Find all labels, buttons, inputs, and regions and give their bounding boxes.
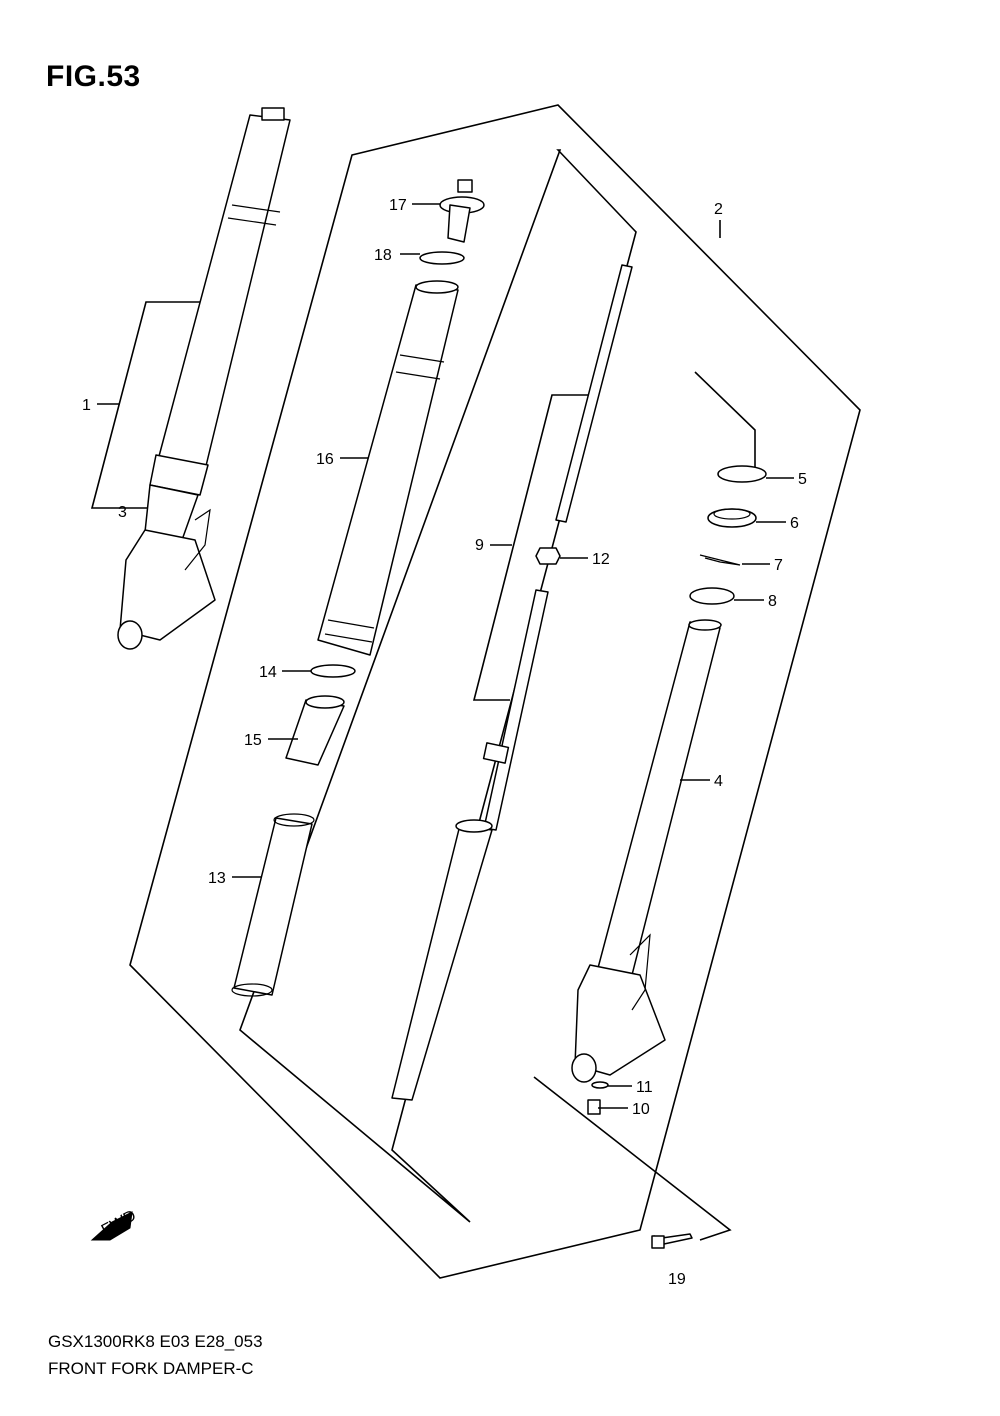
callout-9: 9: [475, 537, 484, 554]
callout-5: 5: [798, 471, 807, 488]
washer-11: [591, 1081, 609, 1089]
model-code: GSX1300RK8 E03 E28_053: [48, 1332, 263, 1351]
seal-5: [717, 465, 767, 483]
axle-pinch-bolt: [651, 1233, 693, 1249]
callout-10: 10: [632, 1101, 650, 1118]
nut-12: [535, 547, 561, 565]
front-fork-assembly: [117, 107, 291, 650]
fork-spring: [231, 813, 315, 997]
o-ring-18: [419, 251, 465, 265]
bracket-19: [533, 1076, 732, 1241]
callout-13: 13: [208, 870, 226, 887]
outer-tube: [317, 280, 459, 656]
fwd-direction-badge: FWD: [90, 1207, 139, 1241]
callout-6: 6: [790, 515, 799, 532]
spacer-15: [285, 695, 345, 766]
callout-8: 8: [768, 593, 777, 610]
callout-2: 2: [714, 201, 723, 218]
callout-16: 16: [316, 451, 334, 468]
figure-title: FIG.53: [46, 60, 141, 93]
inner-tube-assembly: [571, 619, 722, 1083]
callout-11: 11: [636, 1079, 653, 1096]
drain-bolt-10: [587, 1099, 601, 1115]
callout-17: 17: [389, 197, 407, 214]
assembly-frame-inner: [239, 149, 637, 1223]
callout-4: 4: [714, 773, 723, 790]
callout-15: 15: [244, 732, 262, 749]
diagram-footer: GSX1300RK8 E03 E28_053 FRONT FORK DAMPER…: [48, 1328, 263, 1382]
stopper-ring-7: [699, 554, 741, 566]
callout-19: 19: [668, 1271, 686, 1288]
bushing-8: [689, 587, 735, 605]
oil-seal-6: [707, 508, 757, 528]
callout-1: 1: [82, 397, 91, 414]
callout-7: 7: [774, 557, 783, 574]
bracket-4: [694, 371, 756, 468]
callout-14: 14: [259, 664, 277, 681]
bracket-9: [472, 394, 588, 701]
diagram-name: FRONT FORK DAMPER-C: [48, 1359, 254, 1378]
fork-cap-bolt: [439, 179, 485, 243]
assembly-frame-outer: [129, 104, 861, 1279]
bracket-1-3: [90, 301, 200, 509]
forward-arrow-icon: [90, 1211, 133, 1241]
damper-rod: [391, 264, 633, 1101]
ring-14: [310, 664, 356, 678]
callout-12: 12: [592, 551, 610, 568]
callout-18: 18: [374, 247, 392, 264]
callout-3: 3: [118, 504, 127, 521]
